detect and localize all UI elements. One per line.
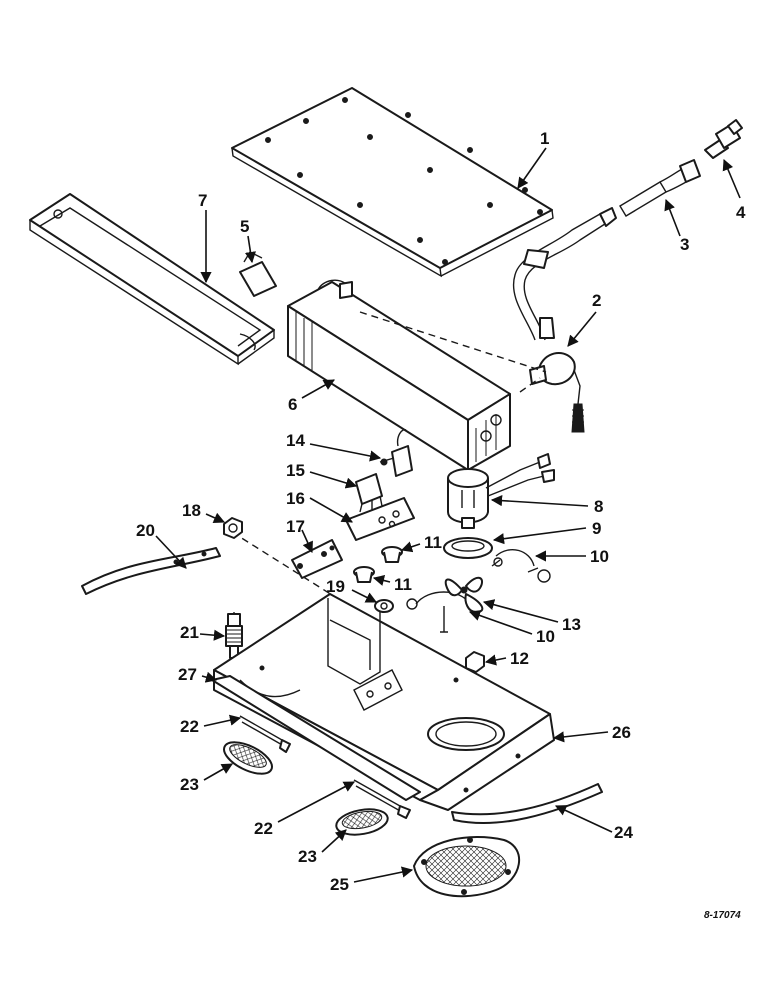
- part-4-fitting: [704, 119, 743, 159]
- callout-25: 25: [330, 866, 414, 894]
- callout-number: 13: [562, 615, 581, 634]
- callout-number: 24: [614, 823, 633, 842]
- callout-number: 25: [330, 875, 349, 894]
- callout-4: 4: [722, 158, 746, 222]
- callout-22b: 22: [254, 781, 355, 838]
- callout-number: 20: [136, 521, 155, 540]
- callout-number: 21: [180, 623, 199, 642]
- callout-3: 3: [664, 198, 689, 254]
- callout-number: 18: [182, 501, 201, 520]
- part-11-grommet-b: [353, 566, 375, 583]
- callout-24: 24: [554, 805, 633, 842]
- part-22-retainer-upper: [239, 715, 291, 753]
- callout-23a: 23: [180, 763, 233, 794]
- callout-number: 27: [178, 665, 197, 684]
- part-22-retainer-lower: [353, 779, 411, 819]
- callout-number: 12: [510, 649, 529, 668]
- callout-5: 5: [240, 217, 257, 264]
- callout-number: 19: [326, 577, 345, 596]
- part-23-grille-upper: [223, 741, 273, 775]
- part-20-seal-strip: [81, 547, 221, 595]
- callout-number: 2: [592, 291, 601, 310]
- callout-number: 11: [424, 533, 442, 552]
- part-5-clip: [239, 251, 277, 297]
- callout-15: 15: [286, 461, 358, 489]
- part-25-screen-plate: [413, 836, 521, 898]
- callout-number: 15: [286, 461, 305, 480]
- callout-11a: 11: [400, 533, 442, 553]
- callout-8: 8: [490, 495, 603, 516]
- callout-number: 14: [286, 431, 305, 450]
- part-13-fan: [444, 576, 484, 613]
- callout-number: 10: [536, 627, 555, 646]
- callout-number: 11: [394, 575, 412, 594]
- part-10-clamp-upper: [491, 548, 551, 583]
- part-9-ring: [443, 537, 493, 559]
- part-11-grommet-a: [381, 546, 403, 563]
- callout-number: 4: [736, 203, 746, 222]
- callout-number: 1: [540, 129, 549, 148]
- callout-11b: 11: [372, 575, 412, 594]
- part-14-switch: [379, 429, 413, 477]
- part-24-seal-strip: [451, 783, 603, 825]
- part-16-plate: [345, 497, 415, 541]
- callout-1: 1: [517, 129, 549, 189]
- callout-7: 7: [198, 191, 212, 284]
- callout-number: 22: [180, 717, 199, 736]
- part-18-nut: [223, 517, 243, 539]
- callout-12: 12: [484, 649, 529, 668]
- callout-16: 16: [286, 489, 353, 523]
- callout-number: 10: [590, 547, 609, 566]
- callout-13: 13: [482, 599, 581, 634]
- callout-18: 18: [182, 501, 226, 524]
- callout-22a: 22: [180, 714, 242, 736]
- callout-number: 8: [594, 497, 603, 516]
- callout-9: 9: [492, 519, 601, 545]
- callout-number: 26: [612, 723, 631, 742]
- part-27-strip: [211, 675, 421, 801]
- part-19-nut: [374, 599, 394, 613]
- callout-2: 2: [567, 291, 601, 347]
- callout-number: 23: [180, 775, 199, 794]
- callout-number: 9: [592, 519, 601, 538]
- part-7-drip-tray: [29, 193, 275, 366]
- callout-26: 26: [552, 723, 631, 743]
- part-17-bracket: [291, 539, 343, 579]
- callout-number: 7: [198, 191, 207, 210]
- part-8-blower-motor: [447, 453, 555, 529]
- callout-20: 20: [136, 521, 187, 569]
- reference-code: 8-17074: [704, 910, 741, 921]
- callout-number: 17: [286, 517, 305, 536]
- callout-17: 17: [286, 517, 313, 554]
- callout-6: 6: [288, 379, 335, 414]
- callout-number: 16: [286, 489, 305, 508]
- callout-14: 14: [286, 431, 382, 462]
- part-6-evaporator-core: [287, 279, 511, 471]
- callout-27: 27: [178, 665, 218, 684]
- part-1-cover-plate: [231, 87, 554, 278]
- part-3-hose: [512, 159, 701, 341]
- part-15-relay: [355, 473, 383, 513]
- callout-number: 5: [240, 217, 249, 236]
- callout-number: 3: [680, 235, 689, 254]
- part-23-grille-lower: [335, 808, 389, 836]
- callout-21: 21: [180, 623, 226, 642]
- callout-number: 23: [298, 847, 317, 866]
- callout-number: 6: [288, 395, 297, 414]
- callout-23b: 23: [298, 829, 347, 866]
- part-21-drain-fitting: [225, 613, 243, 659]
- part-2-expansion-valve: [529, 352, 585, 433]
- callout-number: 22: [254, 819, 273, 838]
- callout-10b: 10: [468, 610, 555, 646]
- callout-19: 19: [326, 577, 378, 603]
- callout-10a: 10: [534, 547, 609, 566]
